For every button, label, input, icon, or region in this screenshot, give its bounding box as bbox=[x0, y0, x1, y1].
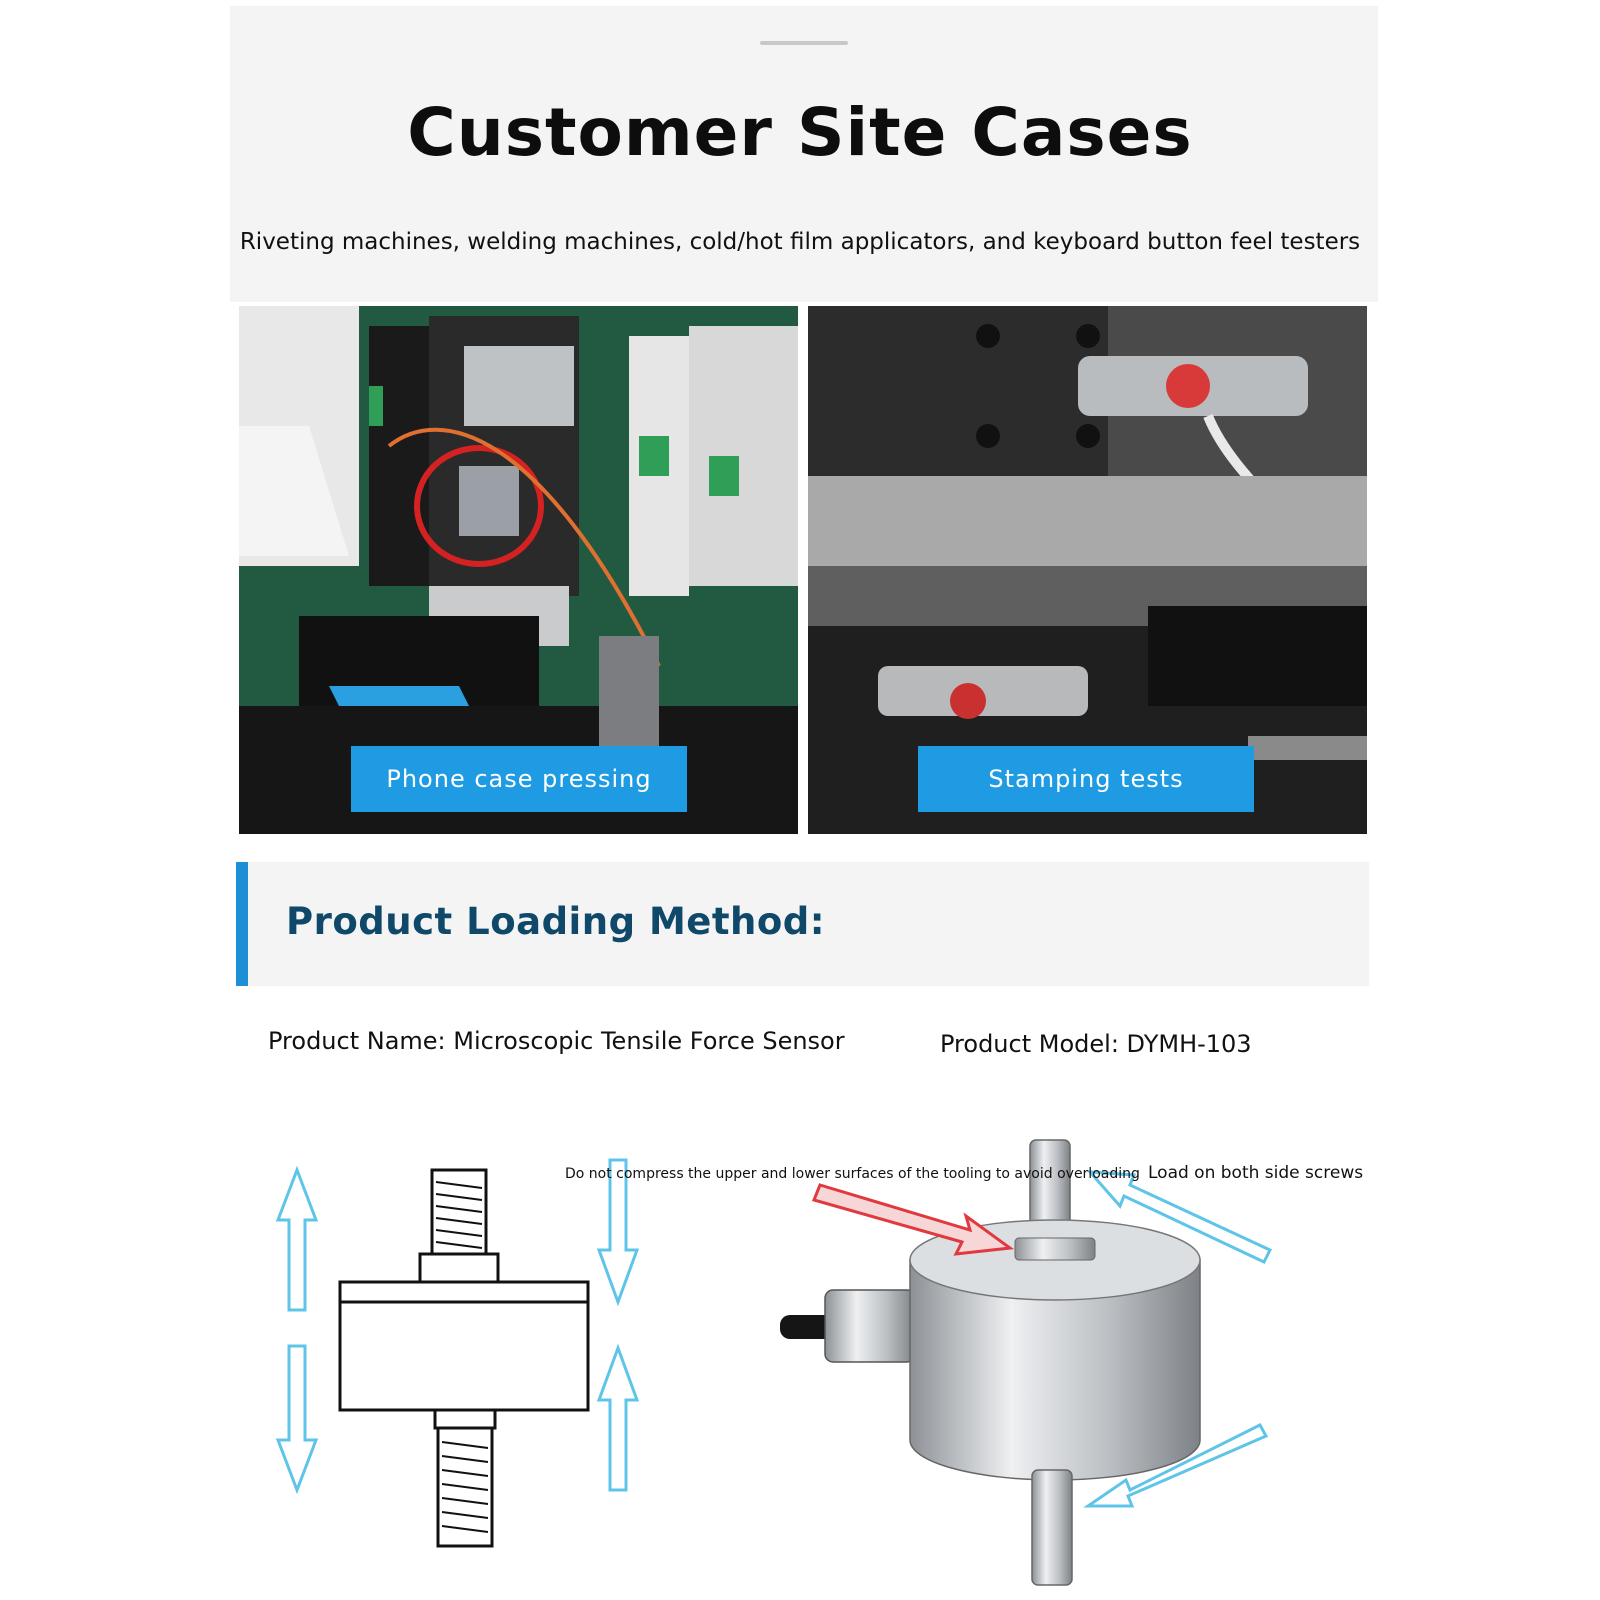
page-title: Customer Site Cases bbox=[407, 94, 1193, 171]
product-name: Product Name: Microscopic Tensile Force … bbox=[268, 1027, 845, 1055]
lower-stud bbox=[1031, 1469, 1073, 1586]
arrow-blue-icon bbox=[1086, 1170, 1273, 1264]
arrow-down-icon bbox=[275, 1344, 319, 1495]
arrow-down-icon bbox=[596, 1158, 640, 1307]
sensor-line-diagram bbox=[275, 1158, 640, 1548]
case-caption-phone-case-pressing: Phone case pressing bbox=[351, 746, 687, 812]
arrow-up-icon bbox=[596, 1343, 640, 1492]
case-caption-stamping-tests: Stamping tests bbox=[918, 746, 1254, 812]
sensor-product-illustration bbox=[780, 1139, 1273, 1586]
arrow-blue-icon bbox=[1083, 1423, 1269, 1508]
page-subtitle: Riveting machines, welding machines, col… bbox=[239, 229, 1361, 255]
case-photo-stamping-tests: Stamping tests bbox=[808, 306, 1367, 834]
upper-collar bbox=[1014, 1237, 1096, 1261]
arrow-up-icon bbox=[275, 1165, 319, 1312]
section-title: Product Loading Method: bbox=[286, 900, 826, 943]
case-photo-illustration bbox=[239, 306, 798, 834]
header-rule bbox=[760, 41, 848, 45]
cable-nut bbox=[824, 1289, 916, 1363]
lower-collar bbox=[433, 1408, 497, 1430]
section-accent-bar bbox=[236, 862, 248, 986]
arrow-red-icon bbox=[811, 1183, 1015, 1256]
product-model: Product Model: DYMH-103 bbox=[940, 1030, 1252, 1058]
case-photo-phone-case-pressing: Phone case pressing bbox=[239, 306, 798, 834]
section-header-band bbox=[236, 862, 1369, 986]
loading-warning-note: Do not compress the upper and lower surf… bbox=[565, 1166, 1140, 1182]
upper-collar bbox=[418, 1252, 500, 1284]
header-band bbox=[230, 6, 1378, 302]
loading-instruction-note: Load on both side screws bbox=[1148, 1163, 1364, 1183]
